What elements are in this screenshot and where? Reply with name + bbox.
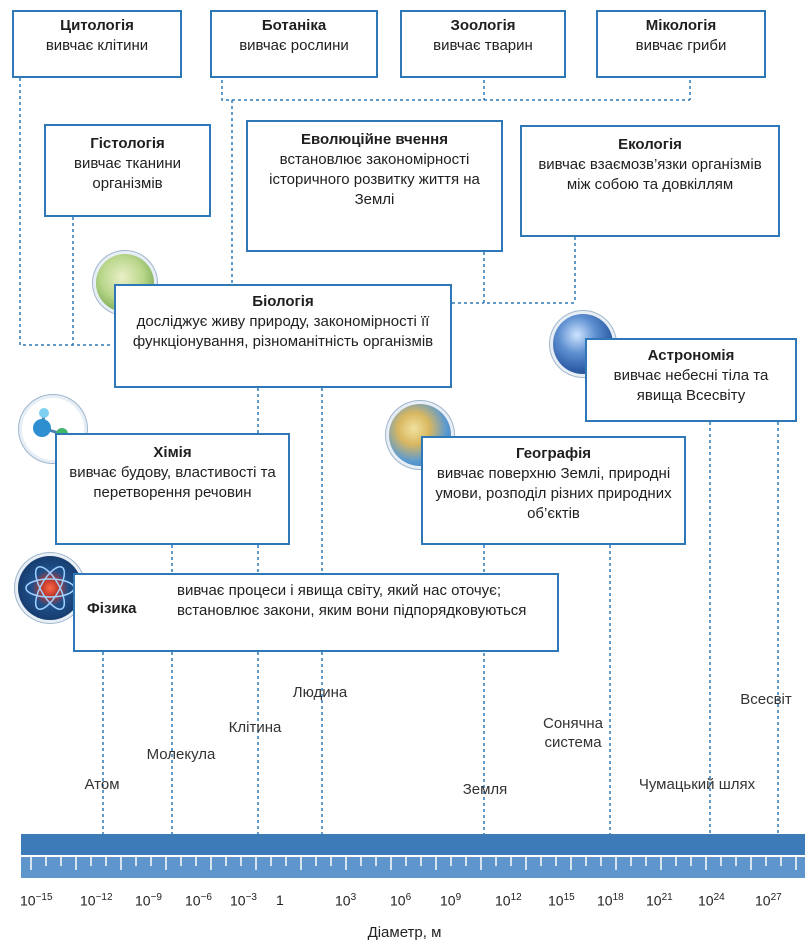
scale-tick-label: 1015 [548,892,575,909]
scale-tick-label: 109 [440,892,461,909]
physics-desc: вивчає процеси і явища світу, який нас о… [177,582,527,619]
object-label-solar-system: Сонячна система [542,715,604,751]
scale-tick-base: 1 [276,892,284,908]
zoology-title: Зоологія [450,17,516,34]
scale-tick-exponent: −3 [245,892,257,903]
scale-tick-exponent: −6 [200,892,212,903]
histology-box: Гістологія вивчає тканини організмів [44,124,211,217]
cytology-title: Цитологія [60,17,134,34]
scale-tick-exponent: 27 [770,892,782,903]
ecology-box: Екологія вивчає взаємозв’язки організмів… [520,125,780,237]
object-label-milky-way: Чумацький шлях [638,776,756,793]
object-label-human: Людина [292,684,348,701]
chemistry-box: Хімія вивчає будову, властивості та пере… [55,433,290,545]
scale-tick-base: 10 [755,892,771,909]
scale-tick-label: 1024 [698,892,725,909]
evolution-desc: встановлює закономірності історичного ро… [269,151,480,208]
scale-tick-label: 1021 [646,892,673,909]
astronomy-title: Астрономія [647,347,735,364]
physics-title: Фізика [87,600,137,617]
atom-orbits [25,565,75,611]
histology-desc: вивчає тканини організмів [73,155,182,192]
scale-tick-exponent: 12 [510,892,522,903]
geography-desc: вивчає поверхню Землі, природні умови, р… [435,465,672,522]
scale-tick-label: 10−12 [80,892,113,909]
scale-tick-base: 10 [495,892,511,909]
geography-title: Географія [515,445,592,462]
mycology-desc: вивчає гриби [635,37,727,54]
botany-title: Ботаніка [261,17,327,34]
astronomy-box: Астрономія вивчає небесні тіла та явища … [585,338,797,422]
zoology-box: Зоологія вивчає тварин [400,10,566,78]
scale-tick-base: 10 [646,892,662,909]
mycology-box: Мікологія вивчає гриби [596,10,766,78]
scale-tick-label: 1027 [755,892,782,909]
scale-tick-label: 10−9 [135,892,162,909]
scale-ticks [21,855,805,878]
chemistry-title: Хімія [153,444,192,461]
scale-tick-exponent: −12 [95,892,113,903]
scale-tick-base: 10 [20,892,36,909]
scale-tick-base: 10 [597,892,613,909]
biology-box: Біологія досліджує живу природу, законом… [114,284,452,388]
scale-tick-base: 10 [440,892,456,909]
scale-tick-label: 10−3 [230,892,257,909]
scale-tick-exponent: 18 [612,892,624,903]
scale-lower-band [21,856,805,878]
botany-box: Ботаніка вивчає рослини [210,10,378,78]
scale-tick-label: 1 [276,892,284,908]
ecology-desc: вивчає взаємозв’язки організмів між собо… [538,156,762,193]
chemistry-desc: вивчає будову, властивості та перетворен… [69,464,276,501]
geography-box: Географія вивчає поверхню Землі, природн… [421,436,686,545]
zoology-desc: вивчає тварин [433,37,533,54]
physics-box: Фізика вивчає процеси і явища світу, яки… [73,573,559,652]
scale-tick-base: 10 [548,892,564,909]
scale-tick-base: 10 [335,892,351,909]
object-label-universe: Всесвіт [740,691,792,708]
evolution-box: Еволюційне вчення встановлює закономірно… [246,120,503,252]
scale-tick-base: 10 [230,892,246,909]
scale-tick-label: 1018 [597,892,624,909]
scale-tick-exponent: 24 [713,892,725,903]
biology-title: Біологія [252,293,314,310]
scale-tick-label: 10−6 [185,892,212,909]
evolution-title: Еволюційне вчення [301,131,448,148]
scale-tick-exponent: 15 [563,892,575,903]
cytology-box: Цитологія вивчає клітини [12,10,182,78]
astronomy-desc: вивчає небесні тіла та явища Всесвіту [613,367,769,404]
scale-tick-base: 10 [698,892,714,909]
scale-tick-label: 106 [390,892,411,909]
scale-tick-label: 1012 [495,892,522,909]
axis-title: Діаметр, м [367,924,442,941]
scale-tick-exponent: 9 [455,892,462,903]
object-label-cell: Клітина [228,719,282,736]
scale-tick-base: 10 [135,892,151,909]
scale-tick-base: 10 [390,892,406,909]
scale-tick-exponent: 21 [661,892,673,903]
object-label-atom: Атом [84,776,120,793]
scale-tick-base: 10 [185,892,201,909]
scale-tick-exponent: 6 [405,892,412,903]
scale-tick-label: 10−15 [20,892,53,909]
botany-desc: вивчає рослини [239,37,349,54]
atom-icon [18,556,82,620]
scale-tick-exponent: −15 [35,892,53,903]
scale-tick-base: 10 [80,892,96,909]
biology-desc: досліджує живу природу, закономірності ї… [132,313,434,350]
object-label-molecule: Молекула [146,746,216,763]
size-scale-bar [21,834,805,878]
mycology-title: Мікологія [645,17,717,34]
scale-tick-label: 103 [335,892,356,909]
scale-tick-exponent: 3 [350,892,357,903]
histology-title: Гістологія [90,135,165,152]
ecology-title: Екологія [618,136,682,153]
cytology-desc: вивчає клітини [45,37,149,54]
scale-tick-exponent: −9 [150,892,162,903]
object-label-earth: Земля [462,781,508,798]
